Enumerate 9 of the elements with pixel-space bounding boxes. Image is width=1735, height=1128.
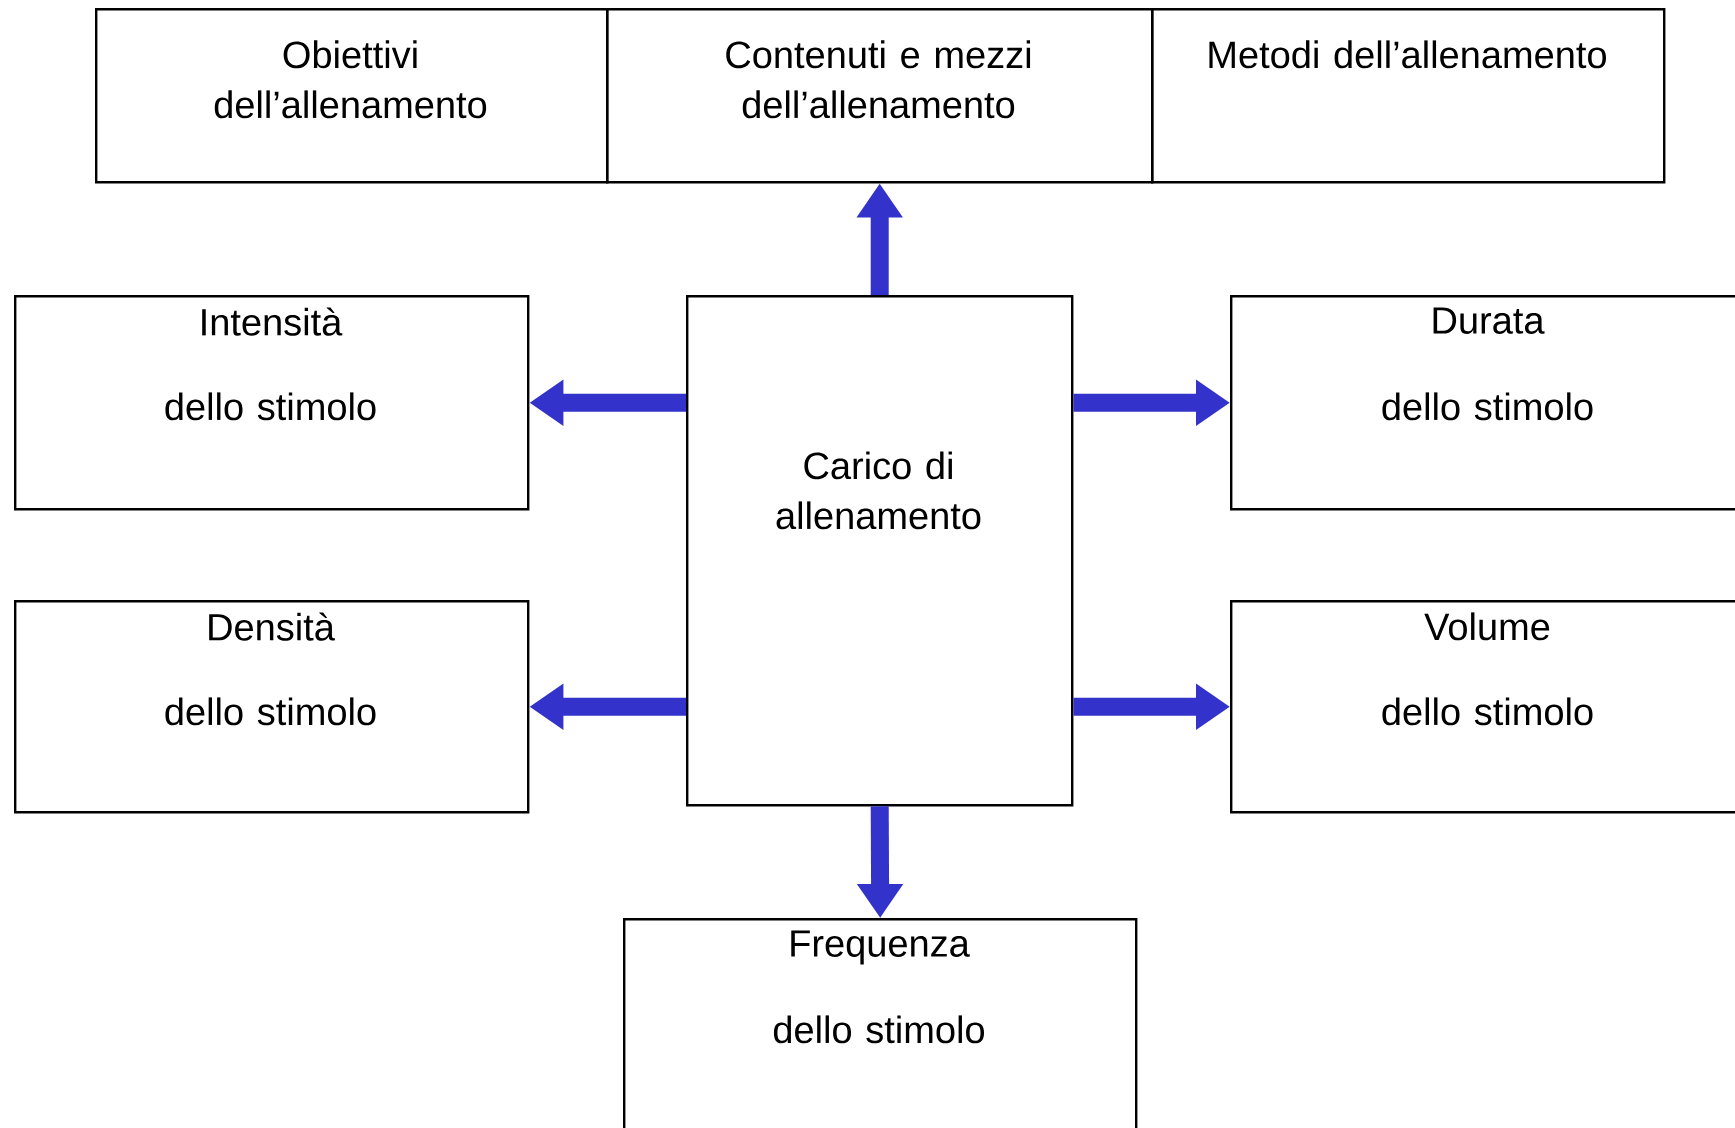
text-box: Frequenza dello stimolo xyxy=(623,917,1138,1128)
text-box: Carico di allenamento xyxy=(686,295,1074,807)
text-box: Intensità dello stimolo xyxy=(14,295,530,511)
text-box: Volume dello stimolo xyxy=(1230,599,1735,814)
text-box: Obiettivi dell’allenamento xyxy=(95,7,609,184)
text-box: Metodi dell’allenamento xyxy=(1151,7,1666,184)
text-box: Densità dello stimolo xyxy=(14,599,530,814)
text-box: Contenuti e mezzi dell’allenamento xyxy=(606,7,1154,184)
text-box: Durata dello stimolo xyxy=(1230,295,1735,511)
